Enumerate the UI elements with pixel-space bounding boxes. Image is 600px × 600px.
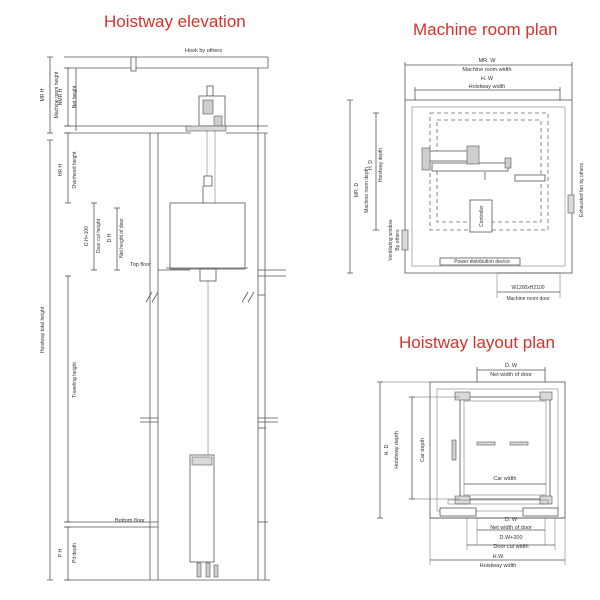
dw200-label: D.W+200	[499, 535, 522, 541]
layout-hw-label: H.W	[493, 554, 505, 560]
pit-depth-label: Pit depth	[72, 543, 78, 563]
power-device-icon	[439, 257, 521, 266]
door-cut-height-label: Door cut height	[96, 218, 102, 253]
hd-label: H. D	[368, 160, 374, 170]
net-height-door-label: Net height of door	[119, 218, 125, 258]
layout-net-width-door-label: Net width of door	[490, 372, 532, 378]
layout-title: Hoistway layout plan	[399, 333, 555, 352]
mr-w-label: MR. W	[479, 58, 497, 64]
mr-h-label: MR H	[40, 88, 46, 101]
mr-depth-label: Machine room depth	[364, 167, 370, 213]
mr-d-label: MR. D	[354, 183, 360, 198]
controller-label: Controller	[479, 205, 485, 227]
overhead-height-label: Overhead height	[72, 151, 78, 189]
ventilating-window-label: Ventilating window	[388, 219, 394, 261]
mr-door-label: Machine room door	[506, 296, 549, 302]
mr-width-label: Machine room width	[462, 67, 511, 73]
hr-h-label: HR H	[58, 164, 64, 177]
buffer-icon	[196, 562, 202, 578]
car-depth-label: Car depth	[420, 438, 426, 462]
controller-icon	[469, 199, 493, 233]
layout-net-width-door2-label: Net width of door	[490, 525, 532, 531]
elevation-title: Hoistway elevation	[104, 12, 246, 31]
layout-hd-label: H. D	[384, 444, 390, 455]
exhausted-fan-label: Exhausted fan by others	[579, 163, 585, 217]
power-device-label: Power distribution device	[454, 259, 510, 265]
hook-icon	[130, 56, 137, 72]
door-cut-width-label: Door cut width	[493, 544, 528, 550]
hoistway-layout-plan: D. W Net width of door H. D Hoistway dep…	[377, 363, 566, 569]
machine-room-plan: MR. W Machine room width H. W Hoistway w…	[347, 58, 585, 302]
dh-label: D.H	[107, 233, 113, 242]
traction-machine-icon	[185, 85, 227, 132]
counterweight-icon	[189, 454, 215, 563]
hook-label: Hook by others	[185, 48, 222, 54]
machine-room-title: Machine room plan	[413, 20, 558, 39]
top-floor-label: Top floor	[130, 262, 151, 268]
dh100-label: D.H+100	[84, 226, 90, 246]
ventilating-window-icon	[401, 229, 409, 251]
layout-dw-label: D. W	[505, 363, 518, 369]
hoistway-width-label: Hoistway width	[469, 84, 506, 90]
bottom-floor-label: Bottom floor	[115, 518, 145, 524]
hoistway-depth-label: Hoistway depth	[378, 148, 384, 182]
nmr-h-label: NMR H	[58, 88, 64, 105]
layout-dw2-label: D. W	[505, 517, 518, 523]
net-height-label: Net height	[72, 85, 78, 108]
ph-label: P H	[58, 548, 64, 557]
layout-hoistway-depth-label: Hoistway depth	[394, 431, 400, 469]
layout-car-icon	[459, 396, 551, 500]
hw-label: H. W	[481, 76, 494, 82]
layout-hoistway-width-label: Hoistway width	[480, 563, 517, 569]
exhausted-fan-icon	[567, 194, 575, 214]
traveling-height-label: Traveling height	[72, 362, 78, 398]
door-size-label: W1200xH2100	[511, 285, 544, 291]
hoistway-total-height-label: Hoistway total height	[40, 306, 46, 353]
hoistway-elevation: Hook by others MR H Machine room height …	[40, 48, 286, 581]
car-icon	[169, 202, 246, 270]
by-others-label: By others	[395, 229, 401, 251]
mr-height-label: Machine room height	[54, 71, 60, 118]
car-width-label: Car width	[493, 476, 516, 482]
